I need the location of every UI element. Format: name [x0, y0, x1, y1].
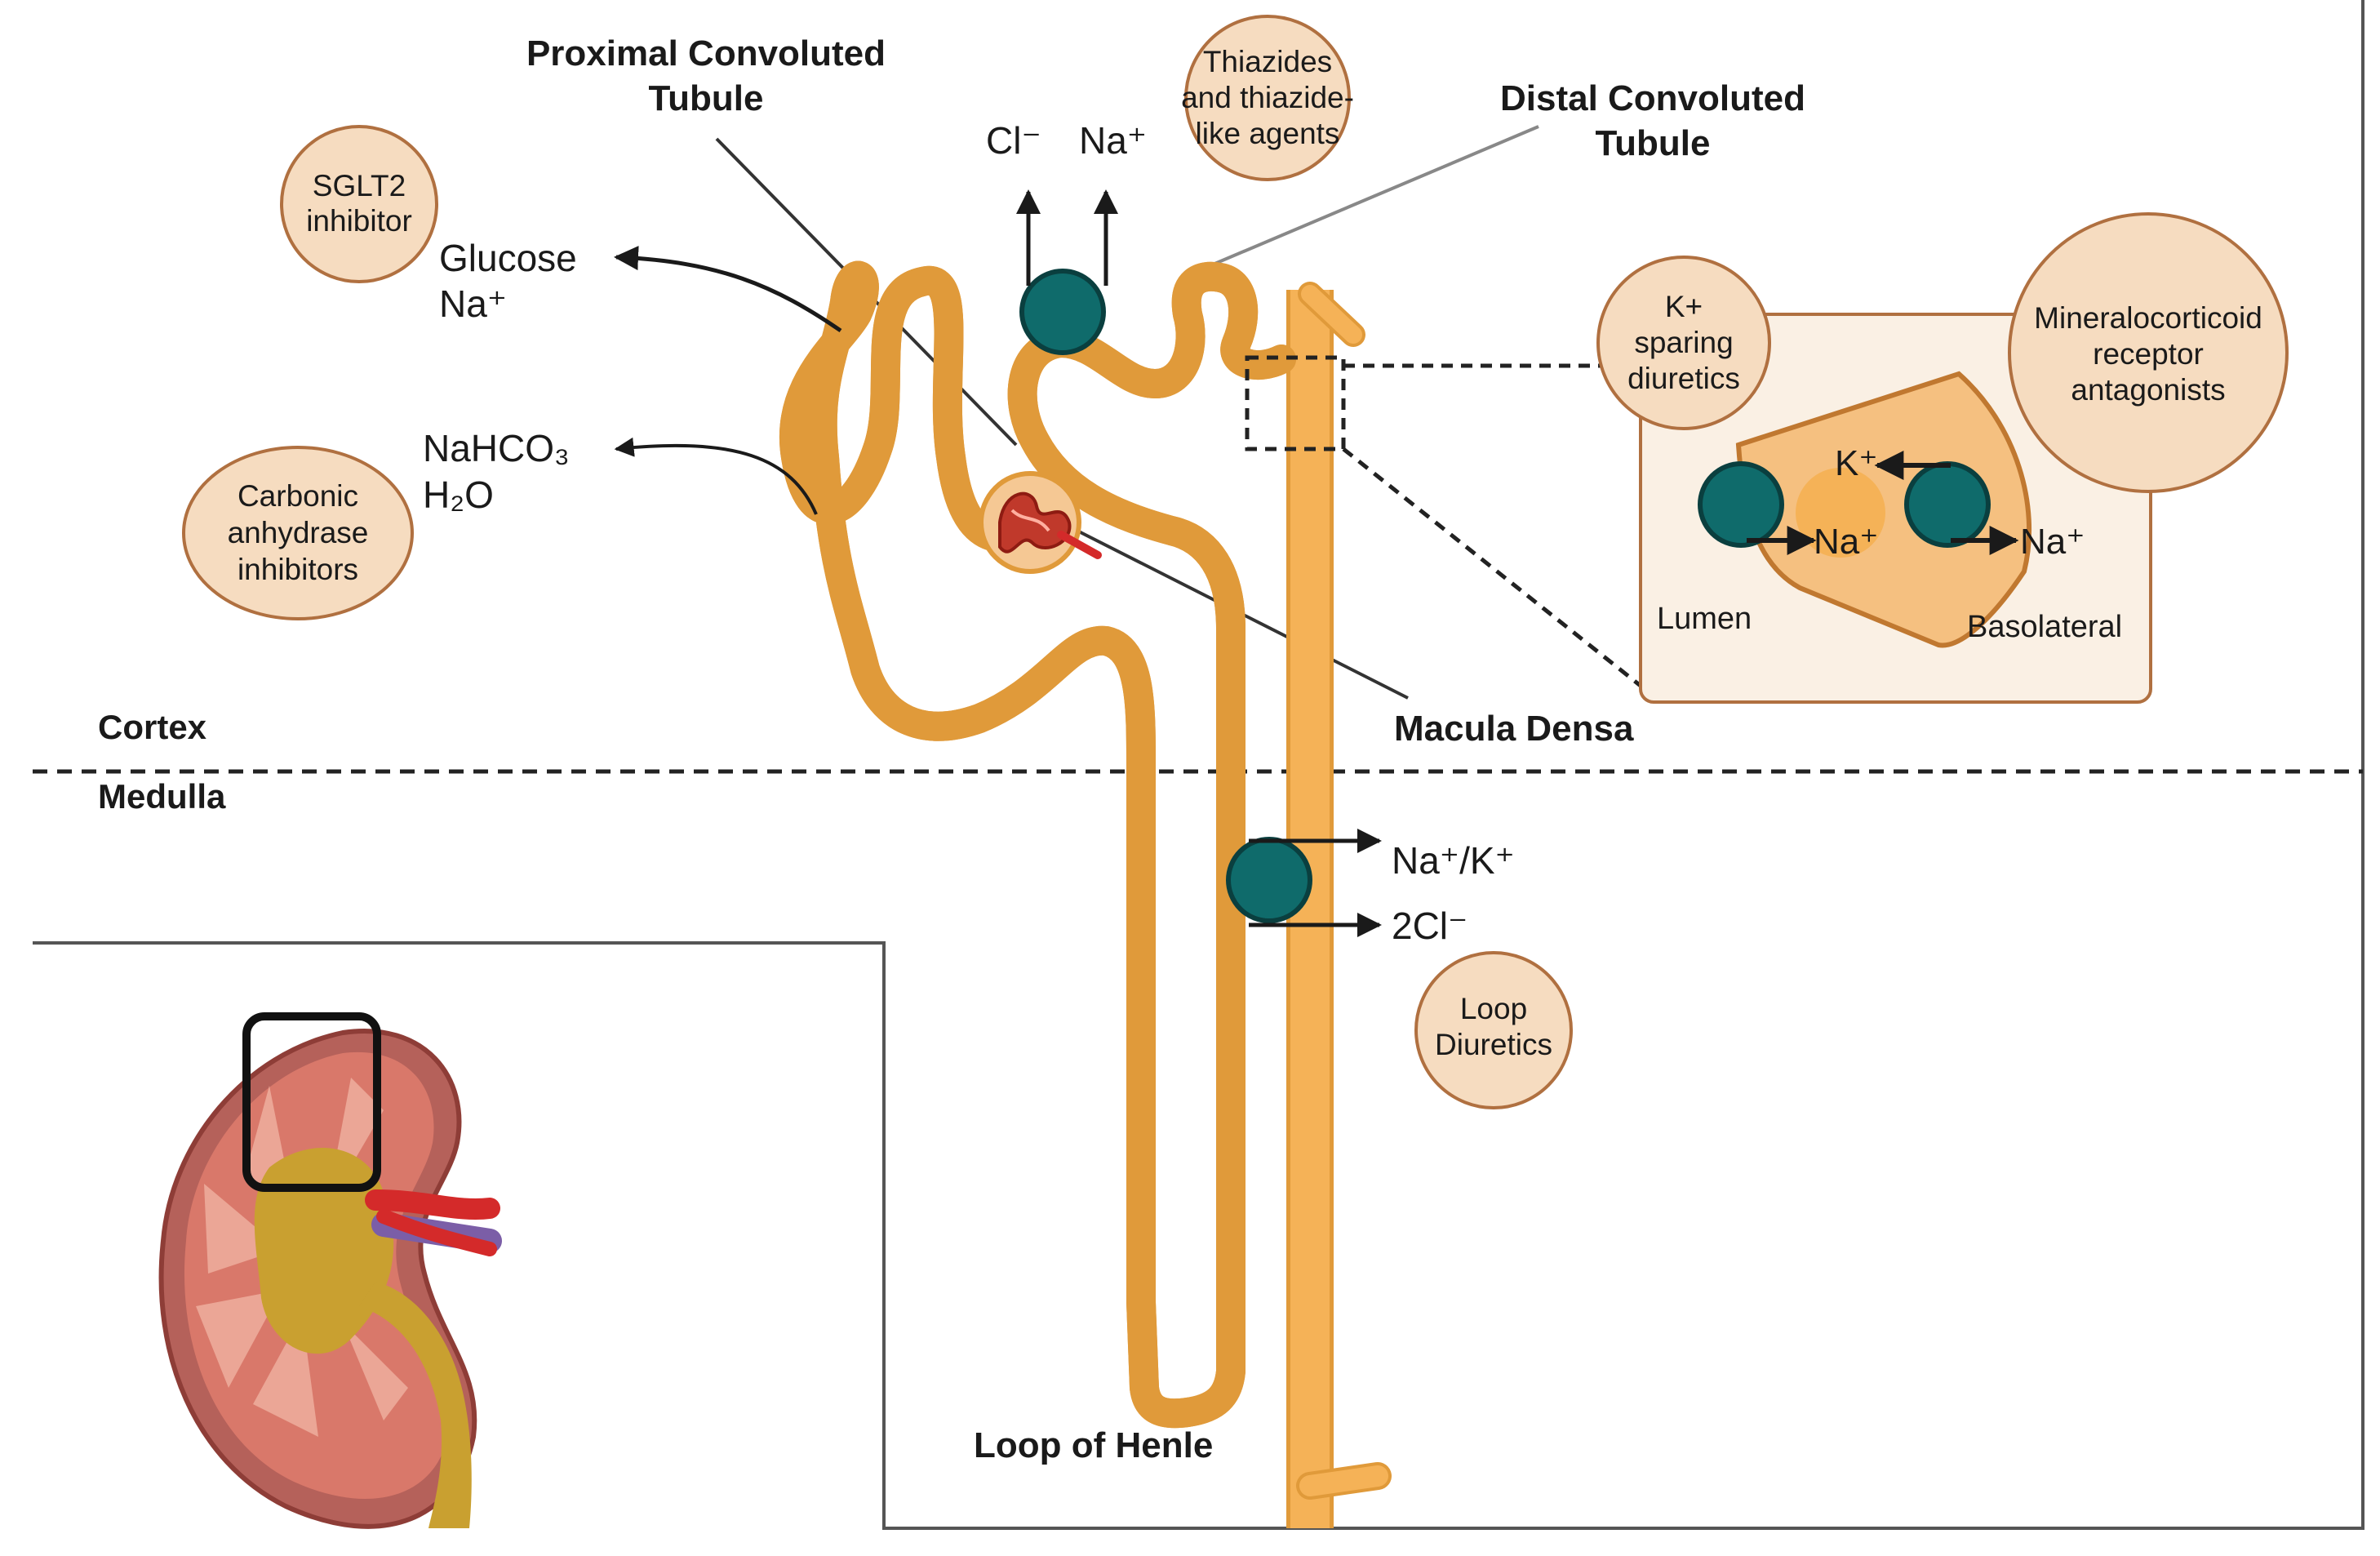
svg-text:K+: K+ [1665, 290, 1703, 323]
thiazides-badge: Thiazides and thiazide- like agents [1181, 15, 1354, 181]
glomerulus [979, 471, 1102, 574]
kidney-zoom-box [242, 1012, 381, 1192]
svg-text:like agents: like agents [1196, 117, 1340, 150]
svg-text:and thiazide-: and thiazide- [1181, 81, 1354, 114]
medulla-label: Medulla [98, 777, 226, 816]
zoom-region-box [1245, 355, 1346, 451]
na-cd-inner-label: Na⁺ [1814, 522, 1878, 562]
bicarbonate-arrow [614, 437, 818, 515]
basolateral-label: Basolateral [1967, 610, 2122, 644]
na-ion-label: Na⁺ [1079, 119, 1147, 162]
svg-text:Mineralocorticoid: Mineralocorticoid [2034, 301, 2262, 335]
svg-text:anhydrase: anhydrase [228, 516, 369, 549]
carbonic-anhydrase-inhibitors-badge: Carbonic anhydrase inhibitors [182, 446, 414, 620]
svg-text:SGLT2: SGLT2 [313, 169, 406, 202]
nkcc2-transporter [1226, 837, 1312, 923]
k-cd-label: K⁺ [1835, 443, 1878, 483]
enac-channel [1698, 461, 1784, 548]
pct-label-line2: Tubule [649, 78, 764, 118]
glucose-label: Glucose [439, 237, 577, 279]
h2o-label: H₂O [423, 473, 494, 516]
kidney-inset-frame [33, 0, 2364, 1530]
svg-text:Carbonic: Carbonic [238, 479, 358, 513]
svg-text:antagonists: antagonists [2071, 373, 2225, 407]
dct-label-line2: Tubule [1596, 123, 1711, 163]
svg-text:receptor: receptor [2093, 337, 2204, 371]
mineralocorticoid-antagonists-badge: Mineralocorticoid receptor antagonists [2008, 212, 2289, 493]
loop-diuretics-badge: Loop Diuretics [1414, 951, 1573, 1109]
two-cl-label: 2Cl⁻ [1392, 905, 1468, 947]
ncc-transporter [1019, 269, 1106, 355]
svg-text:inhibitors: inhibitors [238, 553, 358, 586]
pct-label-line1: Proximal Convoluted [526, 33, 886, 73]
na-k-label: Na⁺/K⁺ [1392, 839, 1515, 882]
nahco3-label: NaHCO₃ [423, 427, 570, 469]
k-sparing-diuretics-badge: K+ sparing diuretics [1596, 256, 1771, 430]
svg-text:Loop: Loop [1460, 992, 1527, 1025]
zoom-connector-bottom [1342, 447, 1642, 687]
loop-of-henle-label: Loop of Henle [974, 1425, 1213, 1465]
nephron-tubule [794, 276, 1296, 1414]
kidney-cross-section [158, 1012, 502, 1529]
na-k-atpase-pump [1904, 461, 1991, 548]
lumen-label: Lumen [1657, 602, 1752, 636]
svg-text:Diuretics: Diuretics [1435, 1028, 1552, 1061]
collecting-duct [1286, 282, 1392, 1528]
svg-text:inhibitor: inhibitor [306, 204, 412, 238]
macula-densa-label: Macula Densa [1394, 709, 1634, 749]
svg-text:sparing: sparing [1634, 326, 1733, 359]
na-cd-outer-label: Na⁺ [2020, 522, 2085, 562]
cl-ion-label: Cl⁻ [986, 119, 1041, 162]
svg-text:Thiazides: Thiazides [1203, 45, 1332, 78]
sglt2-inhibitor-badge: SGLT2 inhibitor [280, 125, 438, 283]
svg-text:diuretics: diuretics [1627, 362, 1740, 395]
na-pct-label: Na⁺ [439, 282, 507, 325]
cortex-label: Cortex [98, 708, 207, 746]
dct-leader-line [1191, 125, 1539, 275]
glucose-arrow [614, 246, 842, 333]
dct-label-line1: Distal Convoluted [1500, 78, 1805, 118]
